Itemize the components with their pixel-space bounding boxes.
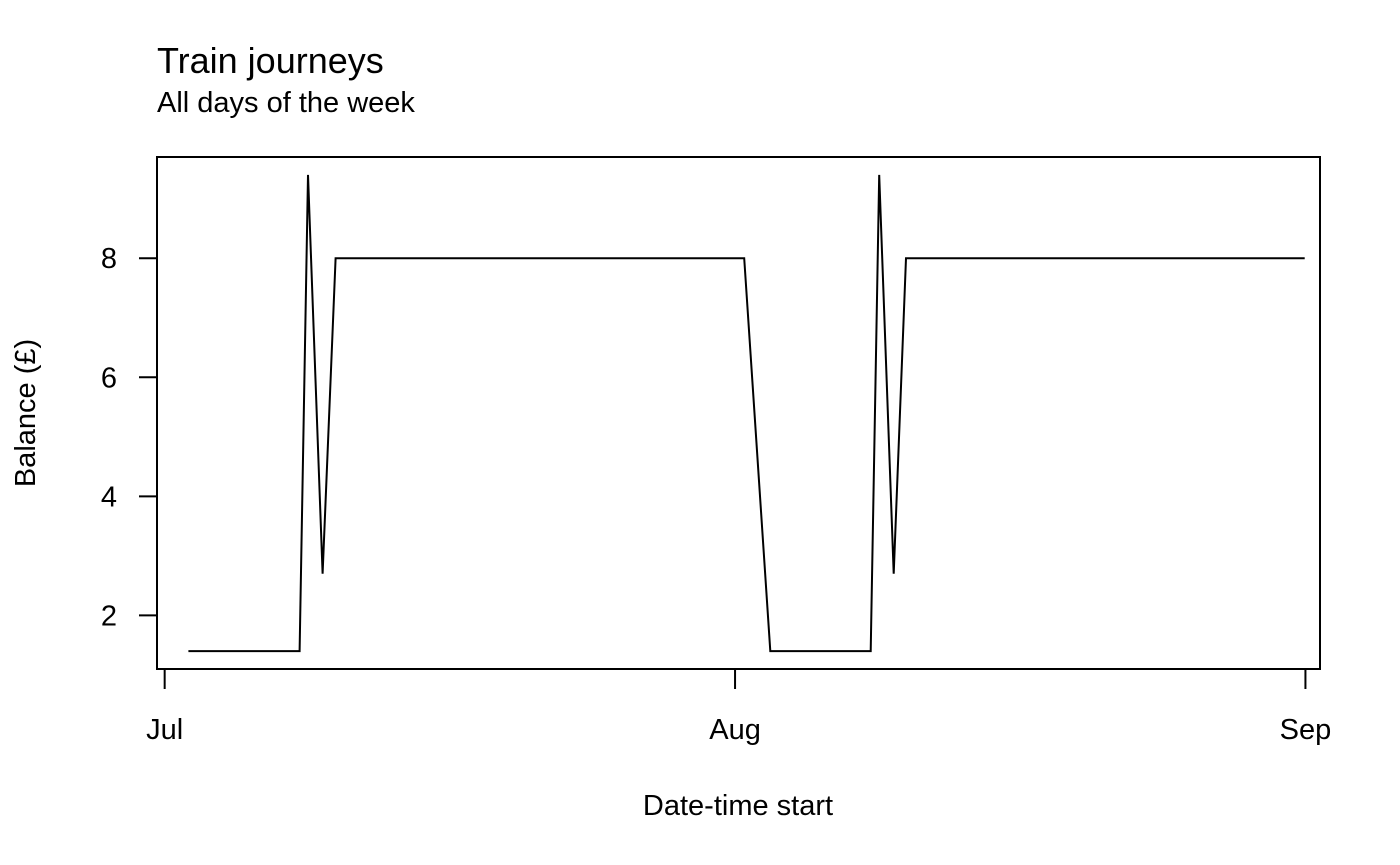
y-tick-label: 4: [101, 481, 117, 513]
x-tick-label: Aug: [709, 714, 761, 746]
x-tick-label: Sep: [1280, 714, 1332, 746]
x-tick-label: Jul: [146, 714, 183, 746]
plot-frame: [156, 156, 1321, 670]
x-axis: Jul Aug Sep: [146, 668, 1332, 746]
y-tick-label: 6: [101, 362, 117, 394]
y-tick-label: 8: [101, 243, 117, 275]
chart-title: Train journeys: [157, 40, 384, 81]
chart-subtitle: All days of the week: [157, 87, 415, 119]
series-layer: [188, 174, 1305, 653]
x-axis-label: Date-time start: [643, 790, 833, 822]
y-axis-label: Balance (£): [10, 339, 42, 487]
series-line-0: [188, 174, 1305, 653]
y-tick-label: 2: [101, 600, 117, 632]
y-axis: 2 4 6 8: [101, 243, 158, 632]
